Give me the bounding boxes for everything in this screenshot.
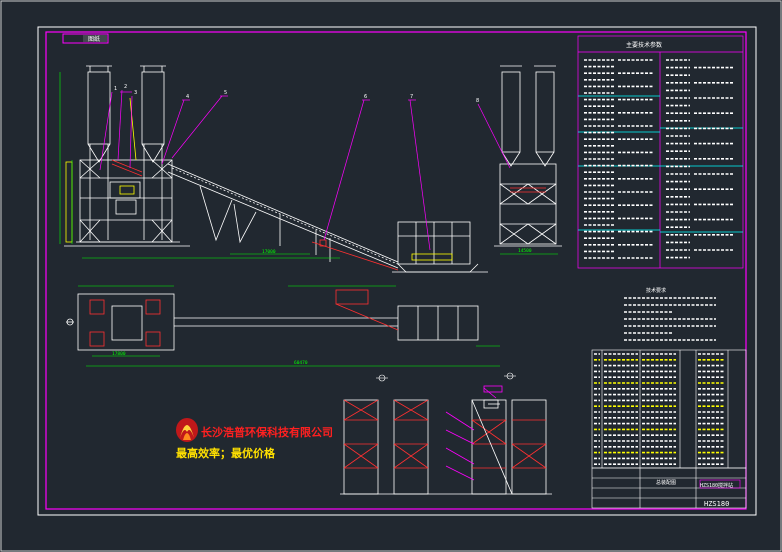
corner-tag: 图纸 [62,33,109,44]
callout-7: 7 [410,94,413,100]
elevation-dimensions [59,72,558,287]
callout-3: 3 [134,90,137,96]
sheet-frame [37,26,757,516]
callout-1: 1 [114,86,117,92]
parts-table-rows [594,353,724,466]
silo-1-cone [87,143,111,163]
silo-3 [501,71,521,153]
callout-leaders [99,89,511,251]
callout-numbers: 1 2 3 4 5 6 7 8 [114,84,479,104]
spec-table-rows [584,59,734,259]
title-block [591,467,747,509]
silo-1 [87,71,111,145]
mixer-box [109,181,141,199]
company-name: 长沙浩普环保科技有限公司 [201,425,333,439]
callout-5: 5 [224,90,227,96]
callout-6: 6 [364,94,367,100]
dim-plan-left: 17800 [112,351,126,357]
callout-4: 4 [186,94,189,100]
title-project-name: HZS180搅拌站 [700,482,733,489]
slogan: 最高效率；最优价格 [176,446,276,460]
section-views [340,385,552,495]
callout-2: 2 [124,84,127,90]
elevation-accents [65,97,546,271]
callout-8: 8 [476,98,479,104]
silo-2 [141,71,165,145]
plan-main-building [77,293,175,351]
corner-tag-text: 图纸 [88,35,100,43]
dim-side-width: 14500 [518,248,532,254]
notes-lines [624,297,716,341]
parts-table [591,349,747,469]
section-markers [376,372,516,382]
silo-2-cone [141,143,165,163]
belt-conveyor-bottom [167,171,399,269]
spec-table-title: 主要技术参数 [626,41,662,49]
elevation-view [64,65,562,273]
title-drawing-label: 总装配图 [656,479,676,486]
silo-4 [535,71,555,153]
dim-length-total: 60470 [294,360,308,366]
belt-conveyor-top [167,163,399,263]
notes-title: 技术要求 [646,287,666,294]
title-drawing-number: HZS180 [704,500,729,508]
company-logo-icon [176,418,198,442]
dim-span-main: 17000 [262,249,276,255]
plan-dimensions [78,285,500,367]
plan-view [66,289,479,351]
drawing-border [45,31,747,510]
